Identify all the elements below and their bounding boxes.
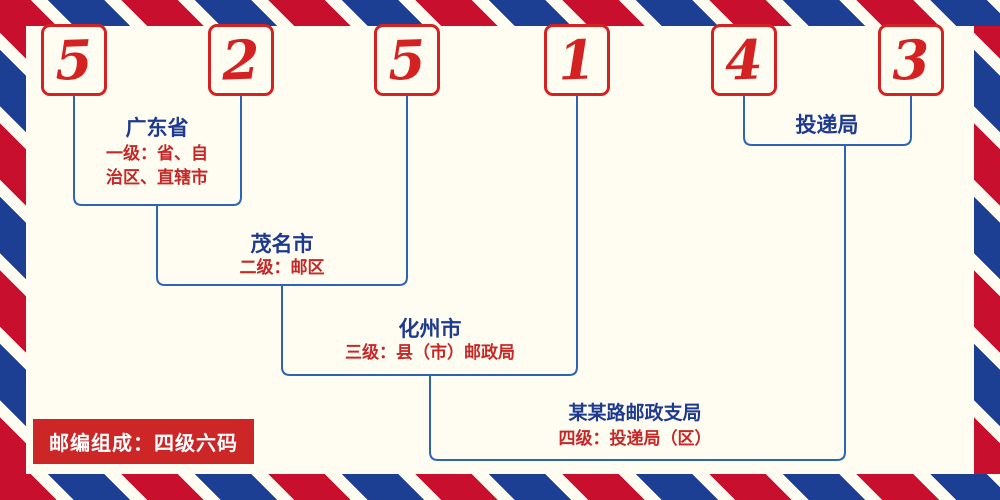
level3-city-name: 化州市 [398, 317, 462, 341]
airmail-border-left [0, 26, 26, 474]
digit-box-6: 3 [878, 24, 944, 96]
digit-box-4: 1 [544, 24, 610, 96]
digit-2: 2 [221, 27, 261, 93]
digit-1: 5 [54, 27, 94, 93]
airmail-border-top [0, 0, 1000, 26]
digit-box-2: 2 [208, 24, 274, 96]
digit-3: 5 [387, 27, 427, 93]
digit-box-1: 5 [41, 24, 107, 96]
level4-bracket-line [429, 145, 846, 461]
level1-province-name: 广东省 [125, 116, 189, 140]
digit-box-5: 4 [711, 24, 777, 96]
digit-box-3: 5 [374, 24, 440, 96]
digit-5: 4 [724, 27, 764, 93]
airmail-border-bottom [0, 474, 1000, 500]
digit-4: 1 [557, 27, 597, 93]
delivery-office-label: 投递局 [795, 113, 859, 137]
postal-note-badge: 邮编组成：四级六码 [33, 419, 254, 464]
level1-description: 一级：省、自 治区、直辖市 [106, 144, 208, 188]
level2-city-name: 茂名市 [250, 232, 314, 256]
delivery-bracket-line [743, 96, 912, 146]
level4-description: 四级：投递局（区） [558, 429, 712, 449]
level3-description: 三级：县（市）邮政局 [345, 343, 515, 363]
postal-note-text: 邮编组成：四级六码 [49, 431, 238, 455]
airmail-border-right [974, 26, 1000, 474]
level2-description: 二级：邮区 [239, 258, 325, 278]
digit-6: 3 [891, 27, 931, 93]
level4-branch-name: 某某路邮政支局 [568, 402, 702, 424]
